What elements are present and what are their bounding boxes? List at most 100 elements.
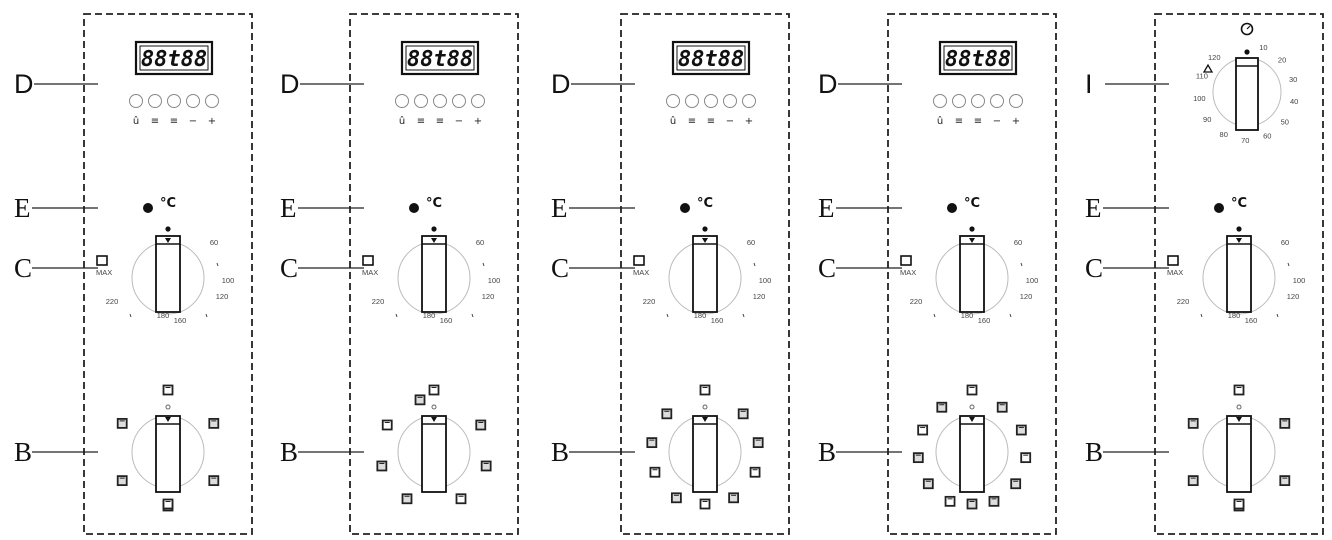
dial-tick-mark [1009, 313, 1012, 318]
callout-label-selector: B [1085, 437, 1103, 467]
timer-tick-label: 60 [1263, 132, 1271, 141]
temperature-tick-label: 60 [1281, 238, 1289, 247]
control-button-4 [723, 94, 737, 108]
thermostat-knob [692, 235, 718, 313]
oven-function-icon [749, 466, 761, 478]
button-symbol-5: + [208, 116, 216, 127]
temperature-tick-label: 160 [174, 316, 187, 325]
indicator-lamp [409, 203, 419, 213]
timer-tick-label: 120 [1208, 53, 1221, 62]
button-symbol-4: − [189, 116, 197, 127]
temperature-unit: °C [964, 196, 980, 211]
temperature-tick-label: 60 [210, 238, 218, 247]
timer-tick-label: 80 [1220, 130, 1228, 139]
button-symbol-1: û [937, 115, 943, 127]
selector-pointer [431, 417, 437, 422]
temperature-tick-label: 220 [372, 297, 385, 306]
bell-icon [1202, 63, 1214, 73]
callout-label-thermostat: C [14, 253, 32, 283]
timer-pointer-dot [1244, 49, 1250, 55]
control-button-1 [129, 94, 143, 108]
oven-function-icon [1279, 475, 1291, 487]
max-icon [96, 255, 108, 266]
button-symbol-2: ≡ [417, 116, 425, 127]
thermostat-knob [1226, 235, 1252, 313]
oven-function-icon [116, 475, 128, 487]
timer-tick-label: 30 [1289, 75, 1297, 84]
timer-tick-label: 110 [1196, 72, 1208, 81]
dial-tick-mark [753, 262, 756, 267]
selector-knob [692, 415, 718, 493]
temperature-tick-label: 160 [440, 316, 453, 325]
callout-label-selector: B [14, 437, 32, 467]
temperature-unit: °C [426, 196, 442, 211]
callout-label-timer: I [1085, 69, 1093, 99]
selector-zero-mark [1236, 404, 1242, 410]
dial-tick-mark [742, 313, 745, 318]
temperature-tick-label: 180 [157, 311, 170, 320]
dial-tick-mark [1200, 313, 1203, 318]
thermostat-dot [702, 226, 708, 232]
dial-tick-mark [1276, 313, 1279, 318]
control-button-3 [433, 94, 447, 108]
timer-tick-label: 90 [1203, 115, 1211, 124]
display-digits: 88t88 [407, 47, 473, 72]
display-frame [938, 40, 1018, 76]
selector-pointer [969, 417, 975, 422]
oven-function-icon [401, 493, 413, 505]
control-button-1 [395, 94, 409, 108]
button-symbol-4: − [993, 116, 1001, 127]
control-button-1 [933, 94, 947, 108]
callout-label-selector: B [818, 437, 836, 467]
oven-function-icon [1279, 417, 1291, 429]
temperature-tick-label: 100 [488, 276, 501, 285]
button-symbol-3: ≡ [974, 116, 982, 127]
button-symbol-1: û [399, 115, 405, 127]
indicator-lamp [143, 203, 153, 213]
oven-function-icon [699, 498, 711, 510]
clock-icon-hand [1246, 25, 1251, 30]
control-button-5 [742, 94, 756, 108]
thermostat-pointer [1236, 238, 1242, 243]
button-symbol-4: − [726, 116, 734, 127]
oven-function-icon [475, 419, 487, 431]
selector-knob [155, 415, 181, 493]
selector-knob [1226, 415, 1252, 493]
thermostat-dot [969, 226, 975, 232]
button-symbol-5: + [745, 116, 753, 127]
temperature-tick-label: 220 [1177, 297, 1190, 306]
control-button-4 [452, 94, 466, 108]
callout-label-thermostat: C [551, 253, 569, 283]
oven-function-icon [414, 394, 426, 406]
control-button-3 [167, 94, 181, 108]
oven-function-icon [728, 492, 740, 504]
temperature-tick-label: 120 [216, 292, 229, 301]
temperature-tick-label: 60 [1014, 238, 1022, 247]
temperature-tick-label: 120 [1020, 292, 1033, 301]
oven-function-icon [116, 417, 128, 429]
oven-function-icon [1233, 498, 1245, 510]
temperature-tick-label: 100 [1293, 276, 1306, 285]
selector-pointer [1236, 417, 1242, 422]
oven-function-icon [661, 408, 673, 420]
thermostat-pointer [165, 238, 171, 243]
oven-function-icon [936, 401, 948, 413]
dial-tick-mark [129, 313, 132, 318]
callout-label-display: D [14, 69, 34, 99]
button-symbol-3: ≡ [436, 116, 444, 127]
temperature-tick-label: 100 [759, 276, 772, 285]
thermostat-dot [431, 226, 437, 232]
indicator-lamp [1214, 203, 1224, 213]
thermostat-knob [155, 235, 181, 313]
callout-label-indicator: E [1085, 193, 1102, 223]
button-symbol-1: û [133, 115, 139, 127]
temperature-tick-label: 120 [482, 292, 495, 301]
temperature-tick-label: 180 [694, 311, 707, 320]
button-symbol-3: ≡ [707, 116, 715, 127]
temperature-tick-label: 60 [476, 238, 484, 247]
display-inner [139, 45, 209, 71]
